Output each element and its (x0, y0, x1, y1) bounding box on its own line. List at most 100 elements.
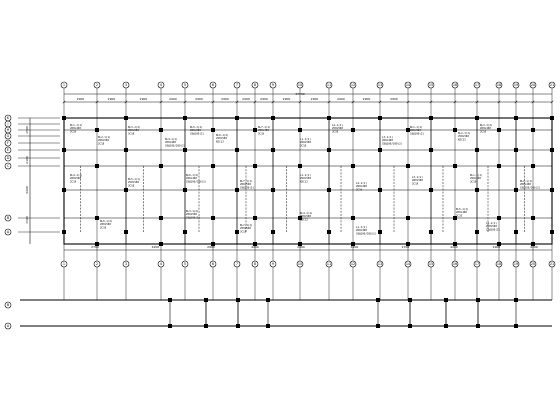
beam-note: KL2-1(1) (98, 135, 111, 139)
column (531, 242, 535, 246)
beam-note: 200x400 (356, 184, 367, 188)
beam-note: 200x500 (100, 222, 111, 226)
column (271, 188, 275, 192)
beam-note: 3C18 (128, 131, 135, 135)
column (497, 216, 501, 220)
axis-bubble-left (4, 301, 12, 309)
axis-label-bottom: 11 (327, 262, 331, 266)
column (378, 148, 382, 152)
axis-bubble-bottom (451, 260, 459, 268)
column (327, 230, 331, 234)
column (235, 148, 239, 152)
column (183, 188, 187, 192)
axis-bubble-bottom (93, 260, 101, 268)
beam-note: 200x400 (165, 140, 176, 144)
column (550, 188, 554, 192)
axis-label-top: 16 (453, 83, 457, 87)
axis-label-bottom: 10 (298, 262, 302, 266)
bay-dimension-label: 2900 (242, 97, 250, 101)
axis-label-bottom: 6 (212, 262, 214, 266)
lower-strip-bay (169, 299, 207, 327)
column (183, 148, 187, 152)
axis-bubble-left (4, 154, 12, 162)
axis-bubble-bottom (404, 260, 412, 268)
beam-note: 200x500 (300, 140, 311, 144)
axis-bubble-top (251, 81, 259, 89)
axis-bubble-top (512, 81, 520, 89)
beam-note: KL3-1(2) (128, 125, 141, 129)
beam-note: 200x500 (186, 212, 197, 216)
column (159, 128, 163, 132)
column (453, 216, 457, 220)
column (298, 164, 302, 168)
beam-note: KL5-1(1) (190, 125, 203, 129)
column (62, 230, 66, 234)
column (211, 128, 215, 132)
dimension-tick (531, 100, 535, 104)
column (429, 230, 433, 234)
axis-bubble-bottom (427, 260, 435, 268)
column (406, 242, 410, 246)
dimension-tick (514, 100, 518, 104)
beam-note: KL5-1(1) (128, 177, 141, 181)
beam-note: 2C18 (98, 141, 105, 145)
column (550, 148, 554, 152)
beam-note: 2C16 (258, 131, 265, 135)
axis-label-left: A (7, 324, 10, 328)
beam-note: 3C18 (470, 179, 477, 183)
beam-note: 2C16 (456, 213, 463, 217)
bay-dimension-label: 2900 (363, 97, 371, 101)
axis-bubble-top (122, 81, 130, 89)
beam-note: KL4-1(1) (165, 137, 178, 141)
beam-note: C8@100(2) (186, 215, 200, 219)
axis-bubble-top (451, 81, 459, 89)
axis-label-bottom: 15 (429, 262, 433, 266)
beam-note: N2C12 (458, 137, 466, 141)
axis-label-top: 3 (125, 83, 127, 87)
column (376, 324, 380, 328)
column (204, 298, 208, 302)
beam-note: 250x500 (458, 134, 469, 138)
column (514, 298, 518, 302)
column (376, 298, 380, 302)
dimension-tick (378, 100, 382, 104)
beam-note: L1-1(1) (300, 173, 311, 177)
column (514, 324, 518, 328)
bay-dimension-label: 2900 (77, 97, 85, 101)
beam-note: 250x500 (128, 128, 139, 132)
axis-label-left: J (7, 122, 9, 126)
beam-note: KL6-1(2) (216, 133, 229, 137)
beam-note: C8@100/200(2) (356, 231, 377, 235)
axis-bubble-bottom (548, 260, 556, 268)
axis-label-bottom: 8 (254, 262, 256, 266)
lower-strip-bay (477, 299, 517, 327)
beam-note: KL1-1(1) (410, 125, 423, 129)
bottom-dimension-label: 2900 (207, 245, 215, 249)
axis-bubble-top (325, 81, 333, 89)
column (327, 188, 331, 192)
axis-bubble-top (376, 81, 384, 89)
beam-note: 200x400 (456, 210, 467, 214)
column (550, 116, 554, 120)
column (168, 298, 172, 302)
axis-label-top: 15 (429, 83, 433, 87)
column (406, 164, 410, 168)
bottom-dimension-label: 2700 (91, 245, 99, 249)
bay-dimension-label: 2900 (221, 97, 229, 101)
beam-note: KL2-1(1) (520, 179, 533, 183)
beam-note: N2C12 (300, 179, 308, 183)
column (429, 148, 433, 152)
axis-label-top: 5 (184, 83, 186, 87)
beam-note: 2C16 (356, 187, 363, 191)
beam-note: 250x500 (128, 180, 139, 184)
axis-label-bottom: 7 (236, 262, 238, 266)
axis-bubble-bottom (60, 260, 68, 268)
column (124, 148, 128, 152)
axis-bubble-top (60, 81, 68, 89)
column (253, 242, 257, 246)
beam-note: 250x500 (216, 136, 227, 140)
column (159, 216, 163, 220)
column (497, 164, 501, 168)
